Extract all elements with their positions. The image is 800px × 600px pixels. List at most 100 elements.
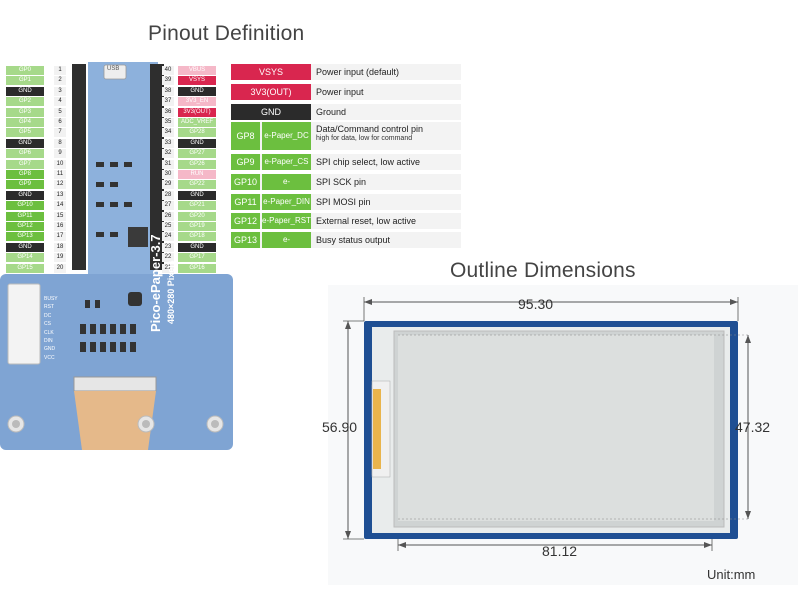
right-pin-number: 33 — [162, 138, 174, 148]
pinout-title: Pinout Definition — [148, 22, 305, 45]
connector-pin-label: GND — [44, 346, 56, 353]
left-pin-label: GP3 — [6, 107, 44, 117]
left-pin-label: GP12 — [6, 222, 44, 231]
board-label: Pico-ePaper-3.7 — [148, 234, 163, 332]
right-pin-label: GND — [178, 242, 216, 252]
right-pin-label: GP26 — [178, 159, 216, 169]
pin-table-desc-text: SPI SCK pin — [316, 177, 367, 187]
epaper-active-area — [398, 335, 714, 521]
pin-table-row: GND Ground — [231, 104, 461, 120]
inductor — [128, 292, 142, 306]
pin-table-desc-text: Ground — [316, 107, 347, 117]
pin-table-signal: VSYS — [231, 64, 311, 80]
fpc-cable — [74, 391, 156, 450]
connector-pin-label: VCC — [44, 354, 55, 361]
right-pin-label: GP27 — [178, 149, 216, 159]
left-pin-label: GP13 — [6, 232, 44, 242]
left-pin-number: 4 — [54, 97, 66, 107]
board-sublabel: 480×280 Pixels — [166, 260, 176, 324]
right-pin-label: GND — [178, 86, 216, 96]
right-pin-label: GP22 — [178, 180, 216, 190]
right-pin-number: 32 — [162, 149, 174, 159]
left-pin-number: 17 — [54, 232, 66, 242]
pin-table-desc-subtext: high for data, low for command — [316, 135, 413, 142]
width-total-label: 95.30 — [518, 296, 554, 312]
right-pin-label: GP21 — [178, 201, 216, 211]
usb-connector — [103, 64, 127, 80]
pin-table-description: Ground — [316, 107, 346, 117]
pin-table-signal: e-Paper_BUSY — [262, 232, 311, 260]
right-pin-number: 39 — [162, 76, 174, 86]
left-pin-number: 15 — [54, 211, 66, 221]
pin-table-desc-text: Data/Command control pin — [316, 124, 424, 134]
epaper-fpc — [373, 389, 381, 469]
right-pin-number: 23 — [162, 242, 174, 252]
left-pin-number: 13 — [54, 190, 66, 200]
pin-table-description: External reset, low active — [316, 216, 416, 226]
right-pin-number: 25 — [162, 222, 174, 231]
left-pin-label: GP4 — [6, 118, 44, 127]
left-pin-number: 18 — [54, 242, 66, 252]
left-pin-number: 1 — [54, 66, 66, 75]
right-pin-label: ADC_VREF — [178, 118, 216, 127]
left-pin-label: GP5 — [6, 128, 44, 138]
right-pin-label: GND — [178, 190, 216, 200]
right-pin-label: VBUS — [178, 66, 216, 75]
left-pin-label: GP8 — [6, 170, 44, 179]
pin-table-description: SPI MOSI pin — [316, 197, 371, 207]
left-pin-label: GP14 — [6, 253, 44, 263]
right-pin-number: 34 — [162, 128, 174, 138]
pin-table-description: SPI chip select, low active — [316, 157, 420, 167]
pin-table-gp: GP10 — [231, 174, 260, 190]
right-pin-number: 21 — [162, 263, 174, 273]
left-pin-number: 10 — [54, 159, 66, 169]
left-pin-number: 6 — [54, 118, 66, 127]
height-total-label: 56.90 — [322, 419, 358, 435]
left-pin-label: GP7 — [6, 159, 44, 169]
left-pin-label: GP15 — [6, 263, 44, 273]
usb-label: USB — [107, 66, 120, 72]
right-pin-number: 29 — [162, 180, 174, 190]
left-pin-number: 11 — [54, 170, 66, 179]
right-pin-number: 26 — [162, 211, 174, 221]
left-pin-number: 19 — [54, 253, 66, 263]
right-pin-number: 35 — [162, 118, 174, 127]
pin-table-desc-text: SPI MOSI pin — [316, 197, 371, 207]
pin-table-gp: GP11 — [231, 194, 260, 210]
pin-table-row: 3V3(OUT)Power input — [231, 84, 461, 100]
fpc-connector — [73, 376, 157, 392]
pin-table-gp: GP13 — [231, 232, 260, 248]
right-pin-label: GP16 — [178, 263, 216, 273]
pin-connector — [7, 283, 41, 365]
left-pin-label: GP0 — [6, 66, 44, 75]
connector-pin-label: DIN — [44, 338, 53, 344]
right-pin-number: 38 — [162, 86, 174, 96]
left-pin-number: 12 — [54, 180, 66, 190]
pin-table-description: Power input — [316, 87, 364, 97]
left-pin-label: GP10 — [6, 201, 44, 211]
left-pin-label: GP2 — [6, 97, 44, 107]
pin-table-desc-text: Power input (default) — [316, 67, 400, 77]
left-pin-number: 8 — [54, 138, 66, 148]
right-pin-label: GP17 — [178, 253, 216, 263]
left-pin-label: GP11 — [6, 211, 44, 221]
pin-table-signal: e-Paper_DIN — [262, 194, 311, 210]
pin-header-left — [72, 64, 86, 270]
pin-table-description: Busy status output — [316, 235, 390, 245]
pin-table-gp: GP12 — [231, 213, 260, 229]
connector-pin-label: DC — [44, 312, 52, 319]
unit-label: Unit:mm — [707, 567, 756, 582]
left-pin-number: 5 — [54, 107, 66, 117]
connector-pin-label: RST — [44, 304, 54, 311]
pin-header-right — [150, 64, 164, 270]
board-illustration — [0, 62, 233, 450]
left-pin-number: 16 — [54, 222, 66, 231]
pin-table-signal: GND — [231, 104, 311, 120]
right-pin-number: 36 — [162, 107, 174, 117]
left-pin-number: 3 — [54, 86, 66, 96]
